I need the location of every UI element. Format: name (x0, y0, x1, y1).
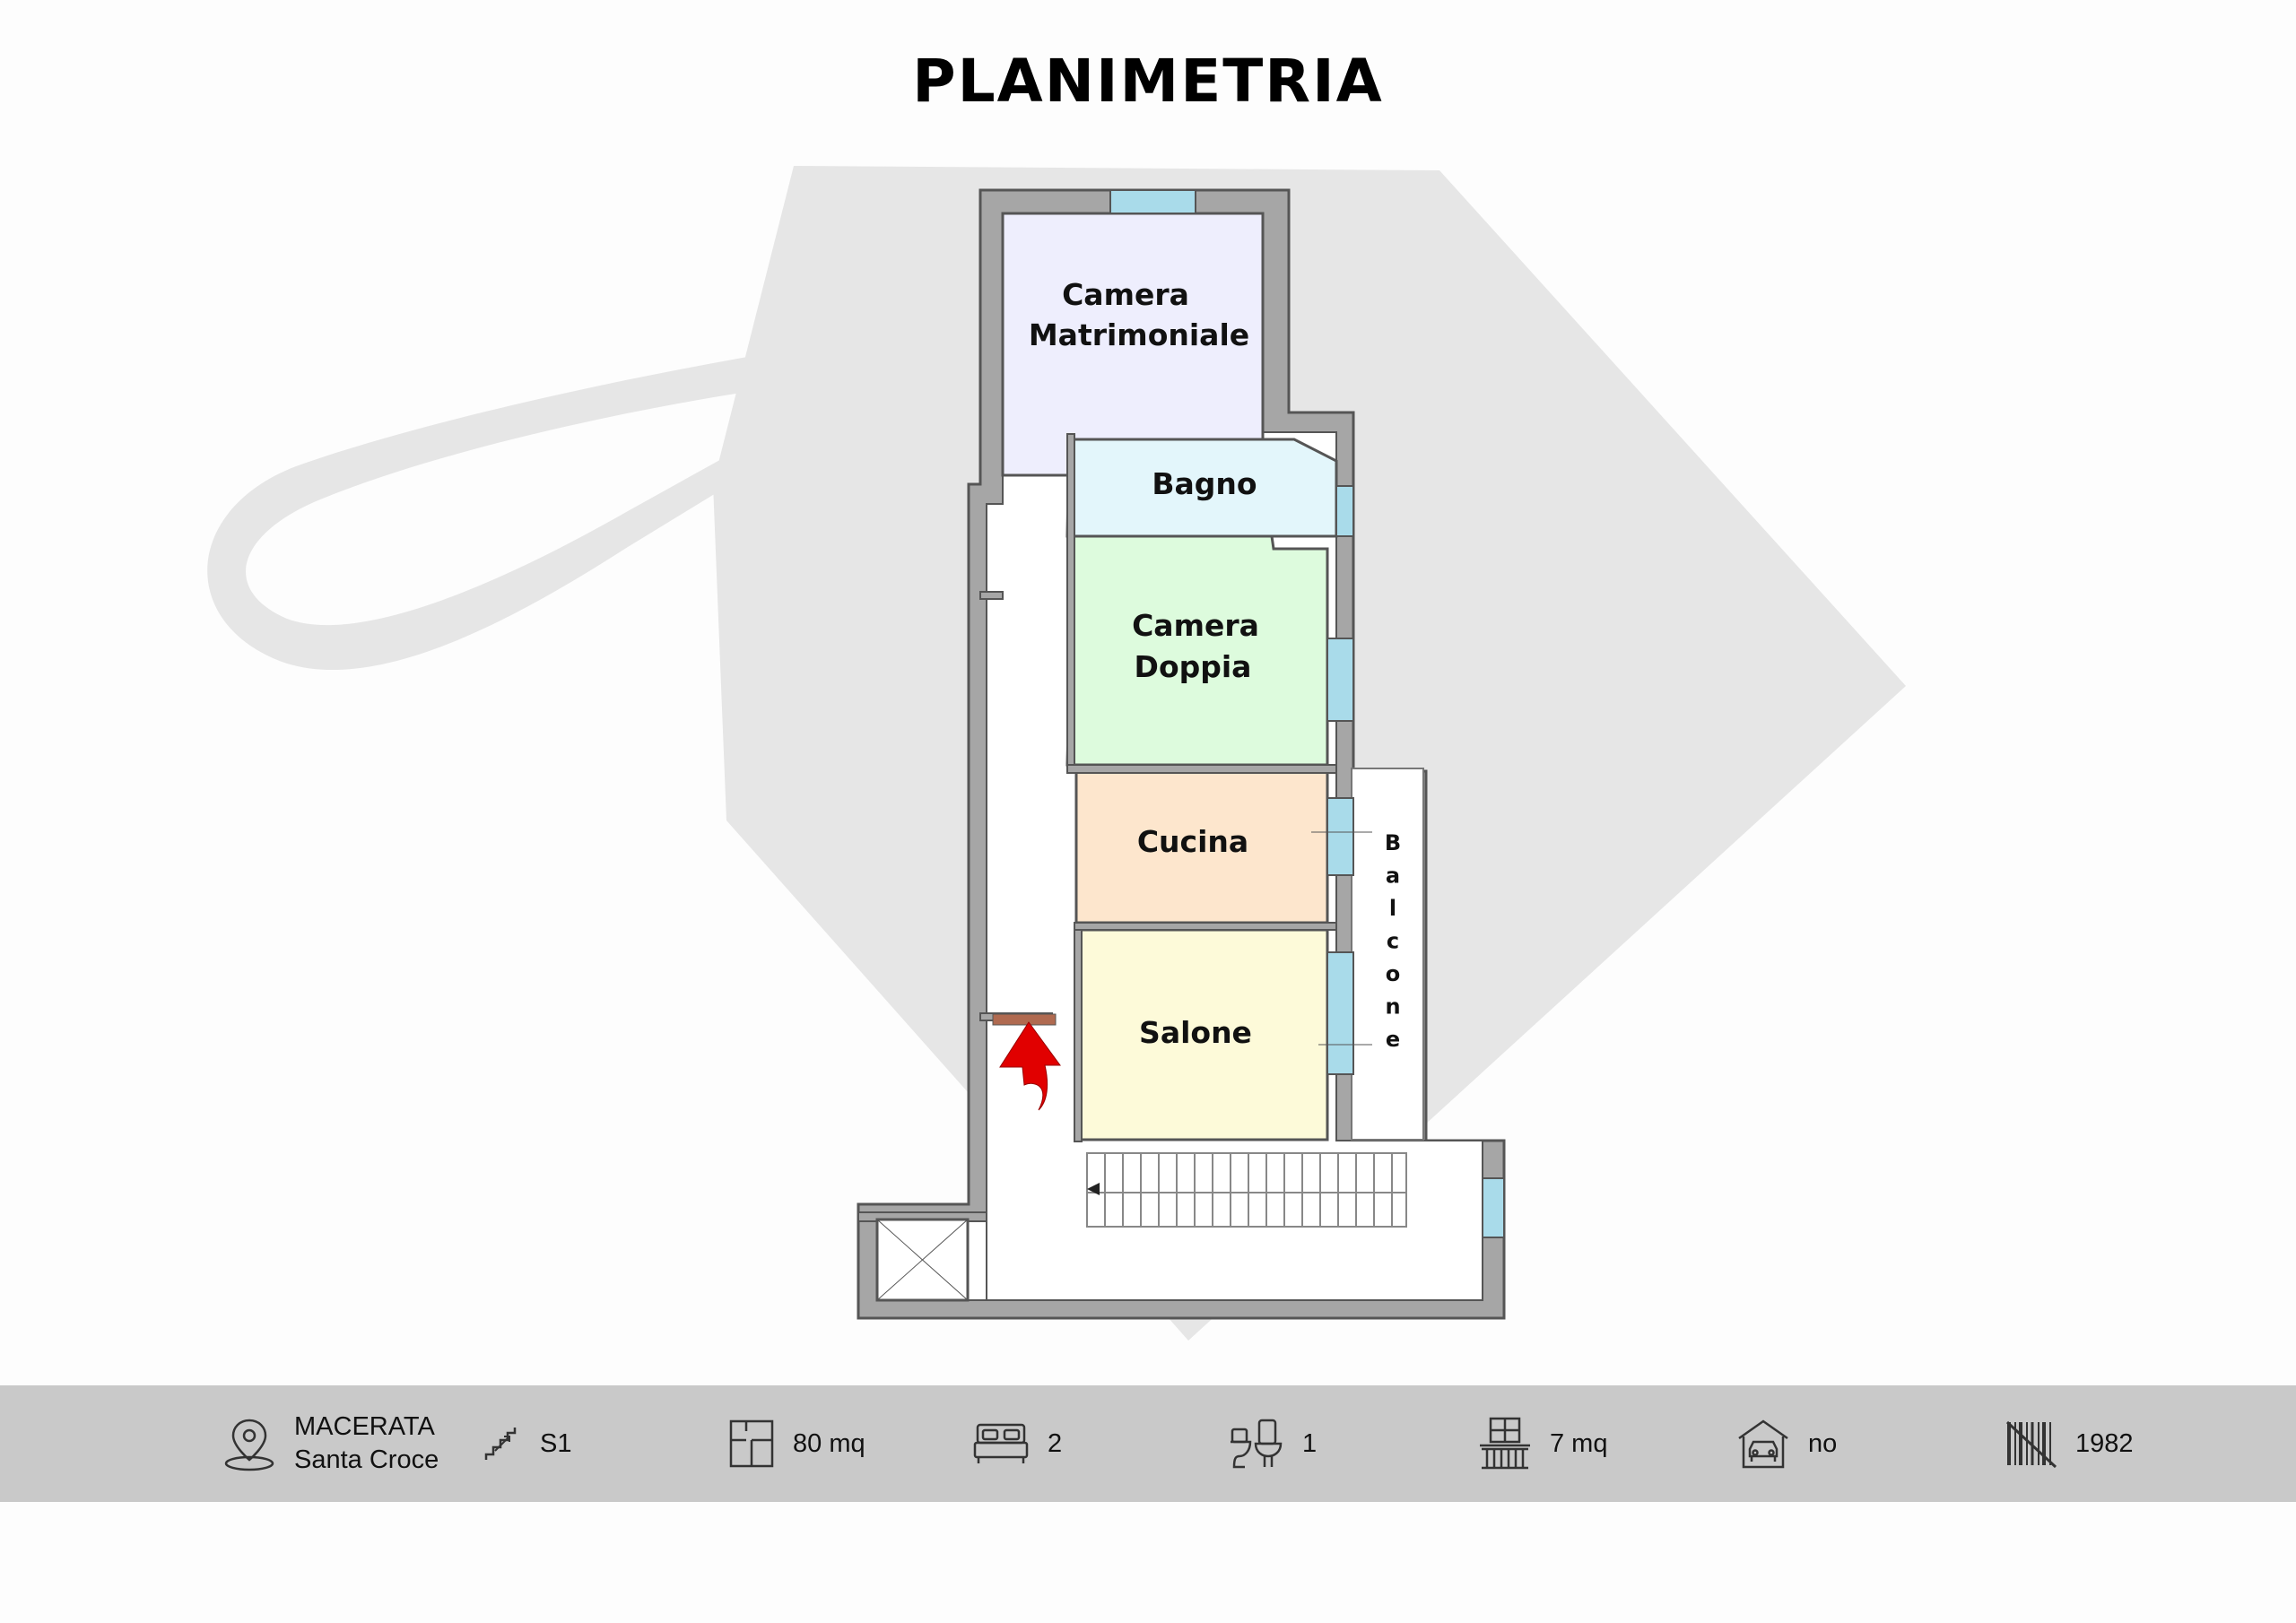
info-bathrooms: 1 (1229, 1385, 1317, 1502)
label-balcone-letter: o (1386, 961, 1401, 986)
label-balcone-letter: e (1386, 1027, 1400, 1052)
info-floor: S1 (483, 1385, 571, 1502)
stairs-direction-icon (1087, 1183, 1100, 1195)
info-year: 1982 (2005, 1385, 2134, 1502)
label-balcone-letter: n (1385, 994, 1400, 1020)
garage-value: no (1808, 1428, 1838, 1458)
entrance-door (992, 1013, 1057, 1026)
bedrooms-value: 2 (1048, 1428, 1063, 1458)
room-balcone (1351, 768, 1424, 1141)
balcony-value: 7 mq (1550, 1428, 1608, 1458)
stairs-icon (484, 1428, 517, 1460)
label-camera-matrimoniale: Camera (1062, 277, 1189, 312)
page-title: PLANIMETRIA (912, 47, 1384, 116)
room-camera-matrimoniale (1001, 212, 1265, 477)
info-garage: no (1736, 1385, 1837, 1502)
balcony-icon (1480, 1417, 1530, 1470)
windows (1109, 189, 1505, 1238)
label-balcone-letter: a (1386, 864, 1400, 889)
elevator-shaft (875, 1218, 970, 1302)
label-camera-doppia-2: Doppia (1135, 649, 1252, 684)
label-balcone-letter: c (1387, 929, 1399, 954)
year-value: 1982 (2075, 1428, 2134, 1458)
bathrooms-value: 1 (1302, 1428, 1318, 1458)
stairs (1086, 1152, 1407, 1228)
floorplan-icon (729, 1419, 774, 1468)
label-balcone-letter: B (1385, 830, 1401, 855)
barcode-icon (2005, 1420, 2057, 1469)
location-city: MACERATA (294, 1412, 435, 1441)
location-area: Santa Croce (294, 1445, 439, 1474)
area-value: 80 mq (793, 1428, 865, 1458)
label-balcone-letter: l (1389, 896, 1396, 921)
label-salone: Salone (1139, 1015, 1252, 1050)
label-bagno: Bagno (1152, 466, 1257, 501)
toilet-sink-icon (1231, 1419, 1283, 1469)
bed-icon (973, 1423, 1029, 1463)
info-area: 80 mq (728, 1385, 865, 1502)
label-camera-matrimoniale-2: Matrimoniale (1029, 317, 1249, 352)
label-camera-doppia: Camera (1132, 608, 1259, 643)
location-pin-icon (224, 1419, 274, 1471)
info-balcony: 7 mq (1478, 1385, 1607, 1502)
entrance-arrow-icon (999, 1021, 1061, 1111)
info-bedrooms: 2 (972, 1385, 1062, 1502)
garage-icon (1738, 1419, 1788, 1469)
floor-plan: Camera Matrimoniale Bagno Camera Doppia … (207, 166, 1906, 1341)
floor-value: S1 (540, 1428, 572, 1458)
info-location: MACERATA Santa Croce (222, 1385, 439, 1502)
info-bar: MACERATA Santa Croce S1 80 mq 2 (0, 1385, 2296, 1502)
label-cucina: Cucina (1137, 824, 1248, 859)
